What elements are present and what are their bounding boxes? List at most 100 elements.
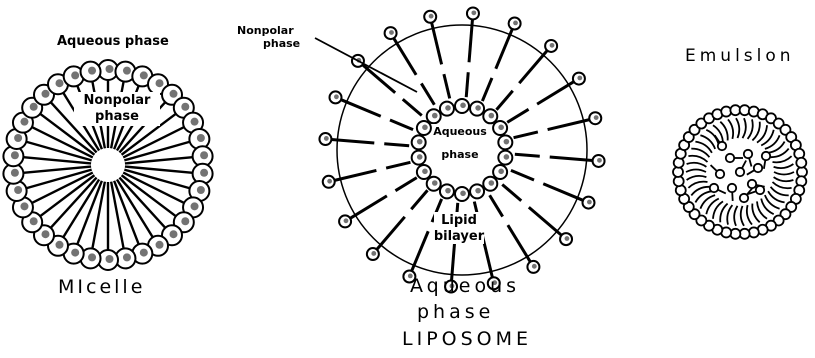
micelle-nonpolar-label-line1: Nonpolar <box>73 94 161 107</box>
micelle-lipid-head-shade <box>30 103 38 111</box>
liposome-inner-lipid-tail <box>507 109 528 122</box>
liposome-outer-lipid-head-shade <box>344 218 349 223</box>
emulsion-lipid-tail <box>736 118 739 138</box>
liposome-outer-lipid-head-shade <box>327 179 332 184</box>
micelle-drawing <box>3 60 212 270</box>
micelle-lipid-head-shade <box>140 249 148 257</box>
liposome-inner-lipid-tail <box>466 72 468 97</box>
micelle-lipid-head-shade <box>106 65 114 73</box>
micelle-lipid-head-shade <box>200 169 208 177</box>
emulsion-lipid-tail <box>734 206 737 226</box>
liposome-outer-aqueous-label-line1: Aqueous <box>410 277 520 296</box>
emulsion-inner-droplet <box>754 164 762 172</box>
liposome-inner-lipid-head-shade <box>460 191 466 197</box>
emulsion-lipid-head <box>796 158 806 168</box>
micelle-lipid-head-shade <box>170 90 178 98</box>
micelle-lipid-head-shade <box>181 103 189 111</box>
emulsion-lipid-tail <box>774 164 794 168</box>
liposome-inner-lipid-tail <box>496 91 512 110</box>
liposome-inner-lipid-tail <box>384 144 409 146</box>
micelle-aqueous-phase-label: Aqueous phase <box>57 35 169 48</box>
liposome-inner-lipid-head-shade <box>504 139 510 145</box>
liposome-inner-lipid-tail <box>403 99 422 115</box>
emulsion-inner-tail <box>718 190 726 194</box>
micelle-lipid-head-shade <box>140 71 148 79</box>
liposome-outer-lipid-tail <box>519 51 547 84</box>
liposome-lipid-bilayer-label-line1: Lipid <box>424 214 494 227</box>
emulsion-inner-droplet <box>756 186 764 194</box>
emulsion-lipid-tail <box>727 205 732 225</box>
liposome-nonpolar-label-line2: phase <box>263 38 300 49</box>
emulsion-lipid-tail <box>728 119 733 138</box>
liposome-inner-lipid-tail <box>511 170 534 180</box>
liposome-outer-lipid-head-shade <box>513 21 518 26</box>
emulsion-inner-tail <box>764 160 765 169</box>
emulsion-inner-tail <box>749 158 751 167</box>
micelle-lipid-head-shade <box>156 241 164 249</box>
emulsion-lipid-tail <box>687 163 707 167</box>
emulsion-lipid-tail <box>691 187 709 196</box>
micelle-lipid-head-shade <box>156 79 164 87</box>
liposome-outer-lipid-tail <box>377 217 405 250</box>
liposome-inner-lipid-tail <box>390 120 413 130</box>
liposome-outer-lipid-head-shade <box>334 94 339 99</box>
liposome-outer-lipid-head-shade <box>371 251 376 256</box>
micelle-lipid-head-shade <box>123 253 131 261</box>
liposome-inner-lipid-tail <box>444 74 450 98</box>
emulsion-lipid-tail <box>773 182 792 188</box>
liposome-inner-lipid-head-shade <box>489 113 495 119</box>
emulsion-lipid-tail <box>688 156 707 162</box>
liposome-inner-lipid-head-shade <box>445 188 451 194</box>
liposome-outer-lipid-head-shade <box>532 264 537 269</box>
micelle-lipid-head-shade <box>11 151 19 159</box>
liposome-outer-lipid-tail <box>529 207 562 235</box>
micelle-lipid-head-shade <box>170 230 178 238</box>
emulsion-lipid-tail <box>774 177 794 181</box>
liposome-inner-lipid-head-shade <box>498 125 504 131</box>
liposome-outer-lipid-head-shade <box>324 136 329 141</box>
micelle-lipid-head-shade <box>20 202 28 210</box>
liposome-outer-lipid-head-shade <box>429 14 434 19</box>
micelle-lipid-head-shade <box>14 134 22 142</box>
emulsion-inner-tail <box>747 170 755 175</box>
emulsion-lipid-tail <box>771 149 789 158</box>
emulsion-inner-tail <box>711 165 718 171</box>
liposome-outer-lipid-head-shade <box>594 115 599 120</box>
liposome-outer-lipid-tail <box>350 196 387 218</box>
liposome-outer-lipid-head-shade <box>597 158 602 163</box>
emulsion-inner-droplet <box>726 154 734 162</box>
micelle-lipid-head-shade <box>11 169 19 177</box>
liposome-inner-lipid-tail <box>482 78 492 101</box>
micelle-lipid-head-shade <box>55 79 63 87</box>
liposome-outer-lipid-head-shade <box>565 236 570 241</box>
emulsion-lipid-tail <box>741 206 744 226</box>
liposome-inner-lipid-head-shade <box>498 169 504 175</box>
emulsion-lipid-tail <box>747 205 752 225</box>
liposome-inner-lipid-head-shade <box>417 139 423 145</box>
micelle-title: MIcelle <box>58 278 145 297</box>
liposome-inner-lipid-head-shade <box>489 180 495 186</box>
liposome-inner-lipid-head-shade <box>475 188 481 194</box>
micelle-lipid-head-shade <box>41 230 49 238</box>
micelle-lipid-head-shade <box>197 134 205 142</box>
liposome-outer-lipid-tail <box>537 82 574 104</box>
emulsion-inner-tail <box>742 161 746 169</box>
emulsion-inner-droplet <box>762 152 770 160</box>
liposome-outer-lipid-tail <box>432 23 442 65</box>
liposome-inner-lipid-tail <box>515 154 540 156</box>
liposome-inner-lipid-head-shade <box>504 154 510 160</box>
micelle-lipid-head-shade <box>14 186 22 194</box>
liposome-inner-lipid-tail <box>411 190 427 209</box>
liposome-outer-lipid-head-shade <box>389 30 394 35</box>
emulsion-lipid-tail <box>687 176 707 180</box>
micelle-lipid-head-shade <box>41 90 49 98</box>
micelle-lipid-head-shade <box>191 118 199 126</box>
micelle-lipid-head-shade <box>200 151 208 159</box>
liposome-outer-aqueous-label-line2: phase <box>417 303 494 322</box>
liposome-inner-aqueous-label-line2: phase <box>424 149 496 160</box>
emulsion-lipid-tail <box>748 119 753 138</box>
liposome-inner-aqueous-label-line1: Aqueous <box>424 126 496 137</box>
liposome-outer-lipid-tail <box>496 29 513 69</box>
liposome-outer-lipid-head-shade <box>550 43 555 48</box>
liposome-inner-lipid-tail <box>502 184 521 200</box>
